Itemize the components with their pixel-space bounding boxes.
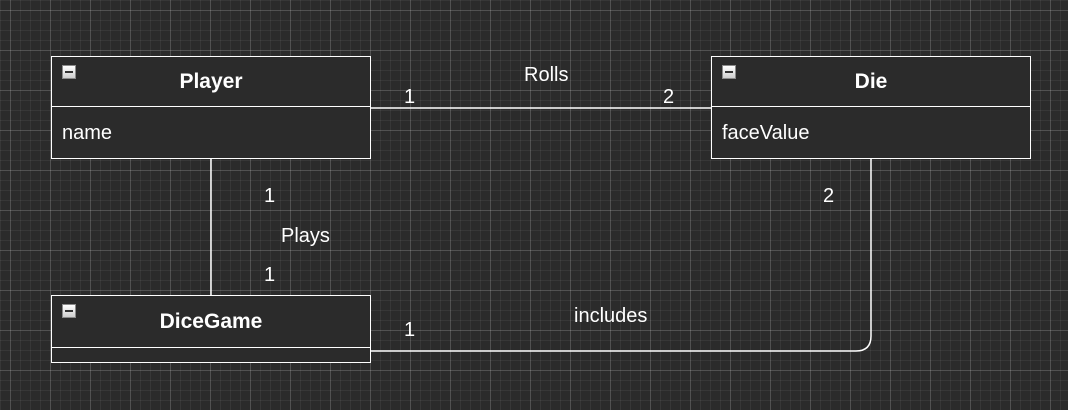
dicegame-class-header[interactable]: DiceGame — [52, 296, 370, 348]
plays-source-multiplicity: 1 — [264, 185, 276, 207]
includes-target-multiplicity: 2 — [823, 185, 835, 207]
plays-target-multiplicity: 1 — [264, 264, 276, 286]
rolls-target-multiplicity: 2 — [663, 86, 675, 108]
die-class-header[interactable]: Die — [712, 57, 1030, 107]
includes-source-multiplicity: 1 — [404, 319, 416, 341]
dicegame-class-name: DiceGame — [159, 309, 263, 333]
includes-connector[interactable] — [371, 159, 872, 352]
includes-label: includes — [574, 305, 648, 327]
dicegame-class[interactable]: DiceGame — [51, 295, 371, 363]
player-class[interactable]: Player name — [51, 56, 371, 159]
player-class-name: Player — [179, 69, 243, 93]
rolls-source-multiplicity: 1 — [404, 86, 416, 108]
die-class-name: Die — [854, 69, 888, 93]
player-class-header[interactable]: Player — [52, 57, 370, 107]
die-attribute-facevalue: faceValue — [722, 122, 810, 144]
plays-label: Plays — [281, 225, 330, 247]
rolls-label: Rolls — [524, 64, 569, 86]
die-class[interactable]: Die faceValue — [711, 56, 1031, 159]
collapse-icon[interactable] — [62, 304, 76, 318]
collapse-icon[interactable] — [62, 65, 76, 79]
collapse-icon[interactable] — [722, 65, 736, 79]
player-attribute-name: name — [62, 122, 113, 144]
